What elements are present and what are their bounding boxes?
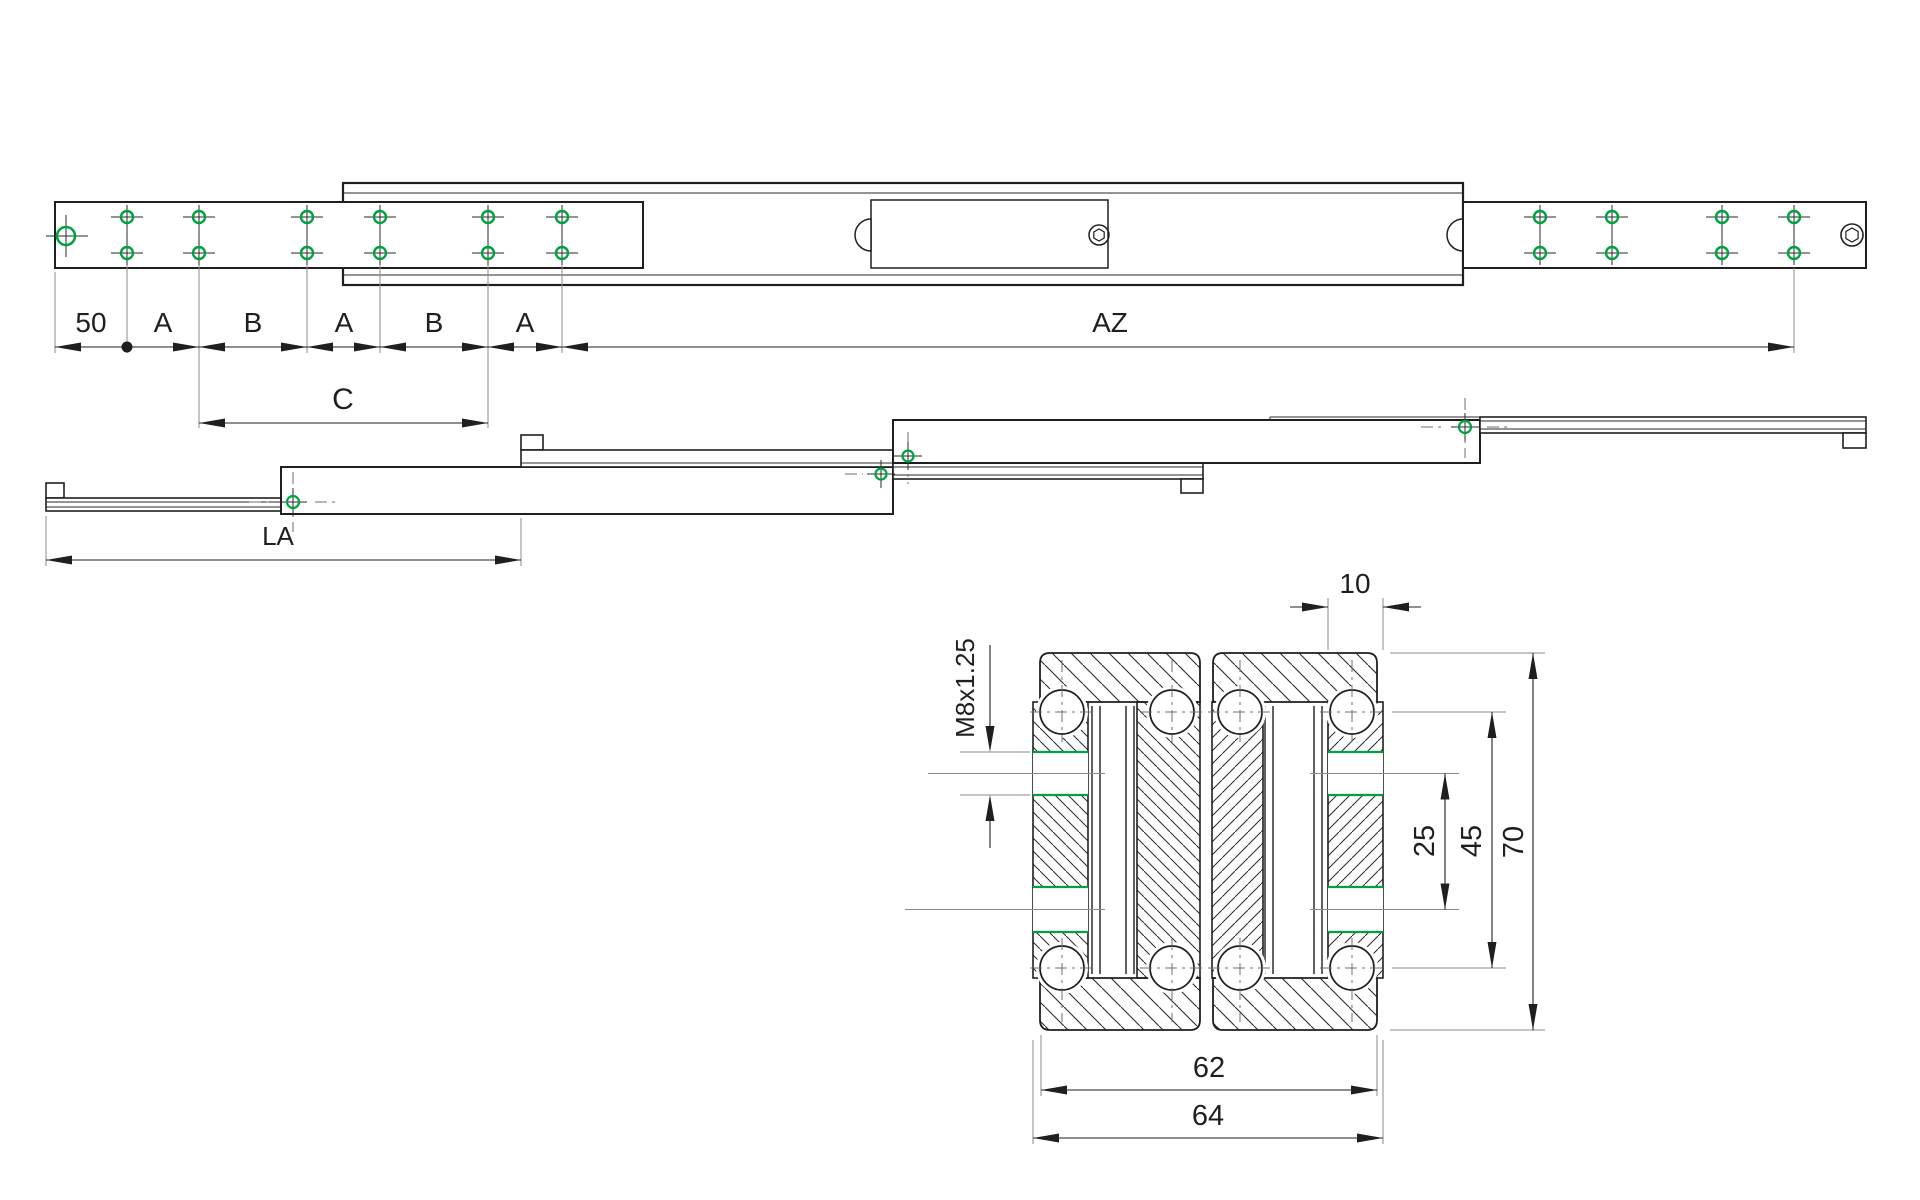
member4-rail: [892, 419, 1481, 464]
right-rail-outline: [1462, 201, 1867, 269]
bottom-right-block: [1212, 977, 1378, 1031]
slot-notch-left: [854, 218, 872, 252]
dim-az: AZ: [1092, 307, 1128, 338]
top-right-block: [1212, 652, 1378, 703]
thread-callout: M8x1.25: [950, 638, 1030, 848]
top-view-closed-slide: 50 A B A B A AZ C: [46, 181, 1867, 428]
dim-64: 64: [1192, 1100, 1224, 1132]
plate-outer-right: [1327, 701, 1384, 979]
socket-screw-middle: [1088, 224, 1110, 246]
dim-50: 50: [75, 307, 106, 338]
dim-m8: M8x1.25: [950, 638, 980, 738]
dim-25: 25: [1409, 825, 1441, 857]
member5-end-tab: [1842, 432, 1867, 449]
slot-notch-right: [1446, 218, 1464, 252]
member3-sliver: [892, 462, 1204, 480]
left-rail-holes: [111, 205, 578, 265]
top-view-dimension-chain: 50 A B A B A AZ C: [54, 265, 1795, 428]
member3-bottom-tab: [1180, 478, 1204, 494]
member1-rail: [45, 497, 282, 512]
cross-section-view: M8x1.25 10 25 45: [905, 568, 1545, 1144]
dim-a1: A: [154, 307, 173, 338]
dim-a2: A: [335, 307, 354, 338]
dim-45: 45: [1456, 825, 1488, 857]
dim-la: LA: [262, 521, 294, 551]
end-hole-marker: [46, 215, 88, 257]
dim-70: 70: [1498, 826, 1530, 858]
member1-end-tab: [45, 482, 65, 499]
plate-width-dimension: 10: [1290, 568, 1421, 650]
dim-10: 10: [1339, 568, 1370, 599]
section-centerlines: [905, 660, 1459, 1022]
raceway-liners: [1091, 706, 1323, 974]
plate-mid-right: [1211, 701, 1264, 979]
dim-b2: B: [425, 307, 444, 338]
left-rail-outline: [54, 201, 644, 269]
dim-a3: A: [516, 307, 535, 338]
member5-rail: [1479, 416, 1867, 434]
right-rail-holes: [1524, 205, 1810, 265]
plate-mid-left: [1136, 701, 1201, 979]
bottom-dimensions: 62 64: [1032, 1035, 1384, 1144]
side-view-hole-markers: [249, 398, 1509, 532]
dim-c: C: [332, 383, 354, 416]
plate-outer-left: [1032, 701, 1089, 979]
member3-top-bar: [520, 449, 894, 468]
dim-b1: B: [244, 307, 263, 338]
la-dimension: LA: [45, 516, 522, 566]
socket-screw-right: [1840, 223, 1864, 247]
extended-side-view: LA: [45, 398, 1867, 566]
dim-62: 62: [1193, 1052, 1225, 1084]
member3-tab: [520, 434, 544, 451]
vertical-dimensions: 25 45 70: [1390, 652, 1545, 1031]
member2-rail: [280, 466, 894, 515]
